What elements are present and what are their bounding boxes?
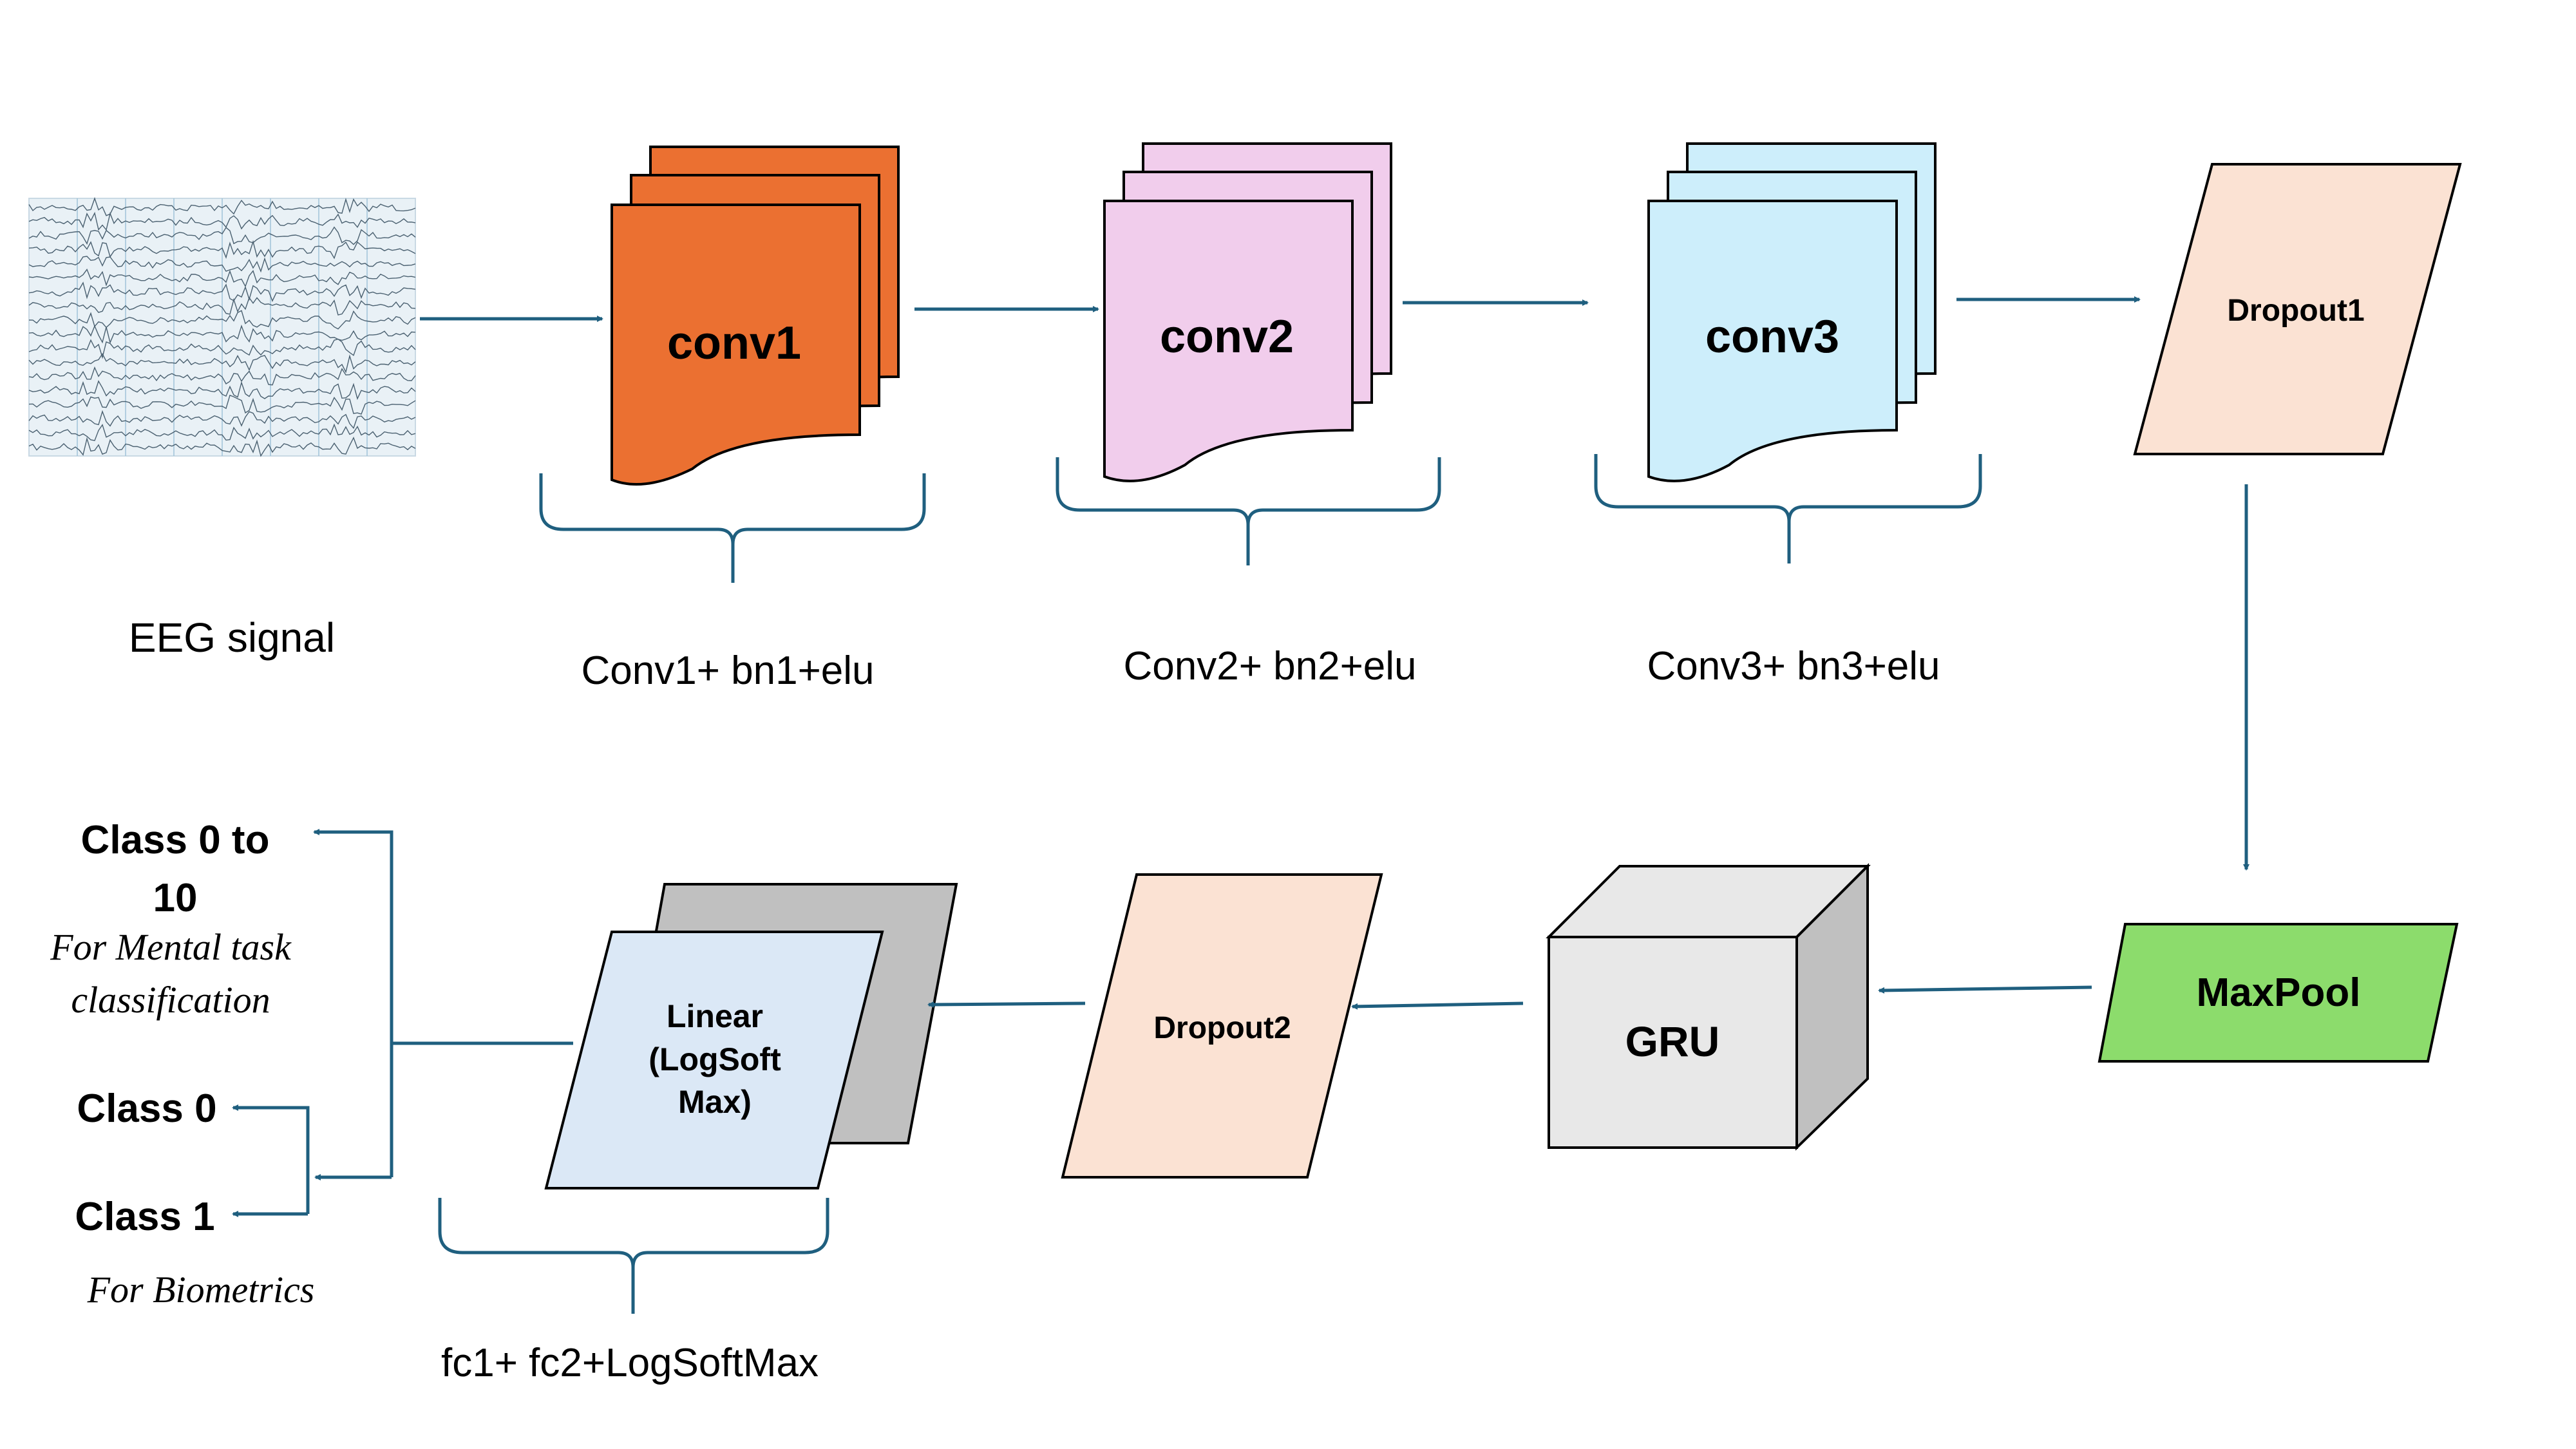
dropout2-label: Dropout2: [1153, 1011, 1291, 1045]
eeg-trace-line: [28, 296, 416, 316]
linear-caption: fc1+ fc2+LogSoftMax: [441, 1341, 819, 1385]
arrow-gru-to-dropout2: [1351, 1001, 1524, 1010]
class0-label: Class 0: [77, 1086, 216, 1131]
eeg-signal-label: EEG signal: [129, 614, 335, 661]
conv2-title: conv2: [1160, 311, 1294, 363]
eeg-trace-line: [28, 436, 416, 457]
mental-class-line1: Class 0 to: [81, 818, 270, 862]
eeg-trace-line: [28, 325, 416, 345]
conv2-block: conv2: [1103, 142, 1392, 482]
gru-label: GRU: [1625, 1018, 1720, 1065]
conv2-layer-front: [1103, 200, 1354, 482]
eeg-trace-line: [28, 394, 416, 415]
linear-brace: [438, 1198, 829, 1314]
conv2-caption: Conv2+ bn2+elu: [1123, 644, 1416, 688]
conv1-layer-front: [611, 204, 861, 486]
linear-label-line1: Linear: [667, 998, 763, 1034]
arrow-to-class0: [232, 1104, 310, 1214]
linear-front-layer: [544, 931, 884, 1189]
conv1-title: conv1: [667, 317, 801, 369]
maxpool-block: MaxPool: [2098, 923, 2459, 1063]
eeg-trace-line: [28, 338, 416, 359]
eeg-signal-image: [28, 196, 416, 457]
class1-label: Class 1: [75, 1195, 214, 1239]
conv3-layer-front: [1647, 200, 1898, 482]
eeg-trace-line: [28, 423, 416, 441]
linear-label-line2: (LogSoft: [649, 1041, 781, 1077]
eeg-trace-line: [28, 196, 416, 216]
conv1-brace: [539, 473, 926, 583]
eeg-trace-line: [28, 226, 416, 245]
conv2-brace: [1056, 457, 1441, 565]
mental-class-line2: 10: [153, 876, 198, 920]
biometrics-note: For Biometrics: [87, 1269, 315, 1311]
eeg-trace-line: [28, 353, 416, 374]
eeg-trace-line: [28, 256, 416, 273]
conv3-title: conv3: [1705, 311, 1839, 363]
eeg-traces: [28, 196, 416, 457]
arrow-maxpool-to-gru: [1878, 985, 2092, 994]
dropout1-label: Dropout1: [2227, 294, 2364, 328]
conv3-block: conv3: [1647, 142, 1937, 482]
conv3-caption: Conv3+ bn3+elu: [1647, 644, 1940, 688]
eeg-trace-line: [28, 410, 416, 430]
eeg-trace-line: [28, 310, 416, 330]
arrow-junction-to-mental-class: [313, 829, 393, 1177]
arrow-dropout2-to-linear: [927, 1001, 1086, 1008]
gru-block: GRU: [1546, 863, 1871, 1151]
eeg-trace-line: [28, 268, 416, 288]
conv1-block: conv1: [611, 146, 900, 486]
maxpool-label: MaxPool: [2197, 971, 2361, 1015]
dropout2-block: Dropout2: [1061, 873, 1383, 1179]
dropout1-block: Dropout1: [2133, 163, 2462, 455]
mental-note-line2: classification: [71, 979, 270, 1021]
flow-arrows: [232, 296, 2249, 1217]
conv3-brace: [1594, 454, 1982, 564]
eeg-trace-line: [28, 211, 416, 231]
mental-note-line1: For Mental task: [50, 926, 292, 968]
gru-cube-front: [1548, 936, 1798, 1149]
eeg-trace-line: [28, 366, 416, 386]
eeg-trace-line: [28, 281, 416, 302]
linear-block: Linear (LogSoft Max): [544, 883, 958, 1189]
eeg-grid: [77, 198, 368, 456]
linear-label-line3: Max): [678, 1084, 752, 1120]
conv1-caption: Conv1+ bn1+elu: [581, 649, 874, 693]
eeg-trace-line: [28, 240, 416, 260]
eeg-trace-line: [28, 380, 416, 401]
